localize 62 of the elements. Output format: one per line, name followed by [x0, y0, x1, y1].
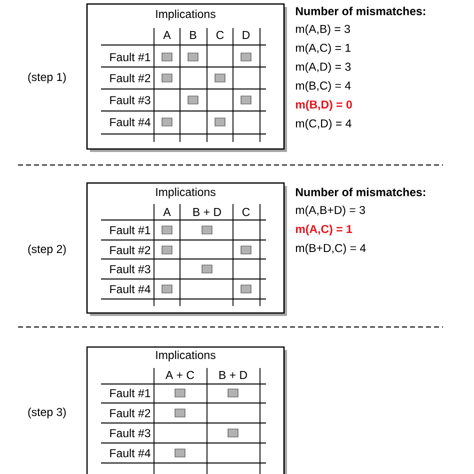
filled-square: [240, 96, 252, 104]
row-label: Fault #2: [110, 246, 150, 254]
column-header: B + D: [193, 208, 221, 216]
table-panel: [86, 182, 287, 316]
row-label: Fault #1: [110, 52, 150, 62]
mismatch-count: m(C,D) = 4: [296, 119, 352, 130]
filled-square: [240, 246, 252, 254]
column-header: C: [242, 208, 250, 216]
filled-square: [174, 408, 186, 418]
mismatch-count: m(A,B+D) = 3: [296, 206, 365, 216]
table-heading: Implications: [156, 10, 216, 20]
filled-square: [162, 74, 172, 82]
mismatch-count: m(A,C) = 1: [296, 224, 352, 236]
filled-square: [228, 428, 238, 438]
mismatch-count: m(A,C) = 1: [296, 43, 351, 54]
mismatch-count: m(A,D) = 3: [296, 62, 351, 74]
table-panel: [86, 3, 287, 152]
row-label: Fault #1: [110, 226, 150, 234]
filled-square: [214, 118, 226, 126]
table-panel: [86, 346, 287, 474]
column-header: D: [242, 31, 250, 39]
column-header: A: [163, 31, 171, 39]
filled-square: [174, 388, 186, 398]
filled-square: [228, 388, 238, 398]
filled-square: [162, 226, 172, 234]
table-heading: Implications: [156, 350, 216, 362]
filled-square: [202, 264, 212, 274]
row-label: Fault #3: [110, 96, 150, 104]
mismatch-count: m(A,B) = 3: [296, 24, 350, 36]
mismatch-count: m(B,C) = 4: [296, 81, 351, 92]
column-header: A: [163, 208, 171, 216]
row-label: Fault #3: [110, 428, 150, 438]
filled-square: [162, 284, 172, 294]
mismatch-count: m(B+D,C) = 4: [296, 244, 366, 254]
filled-square: [214, 74, 226, 82]
filled-square: [188, 52, 198, 62]
step-label: (step 1): [28, 72, 66, 84]
column-header: C: [216, 30, 224, 40]
row-label: Fault #4: [110, 118, 150, 126]
filled-square: [162, 118, 172, 126]
filled-square: [240, 52, 252, 62]
filled-square: [188, 96, 198, 104]
column-header: A + C: [165, 370, 194, 380]
row-label: Fault #4: [110, 284, 150, 294]
column-header: B + D: [219, 371, 247, 379]
mismatch-heading: Number of mismatches:: [296, 188, 426, 196]
step-label: (step 2): [28, 244, 66, 256]
row-label: Fault #2: [110, 74, 150, 82]
row-label: Fault #4: [110, 448, 150, 458]
row-label: Fault #3: [110, 264, 150, 274]
row-label: Fault #1: [110, 388, 150, 398]
filled-square: [202, 226, 212, 234]
row-label: Fault #2: [110, 408, 150, 418]
table-heading: Implications: [156, 188, 216, 198]
filled-square: [162, 246, 172, 254]
mismatch-count: m(B,D) = 0: [296, 100, 352, 111]
column-header: B: [190, 31, 196, 39]
filled-square: [162, 52, 172, 62]
mismatch-heading: Number of mismatches:: [296, 6, 426, 16]
step-label: (step 3): [28, 408, 66, 418]
filled-square: [174, 448, 186, 458]
filled-square: [240, 284, 252, 294]
